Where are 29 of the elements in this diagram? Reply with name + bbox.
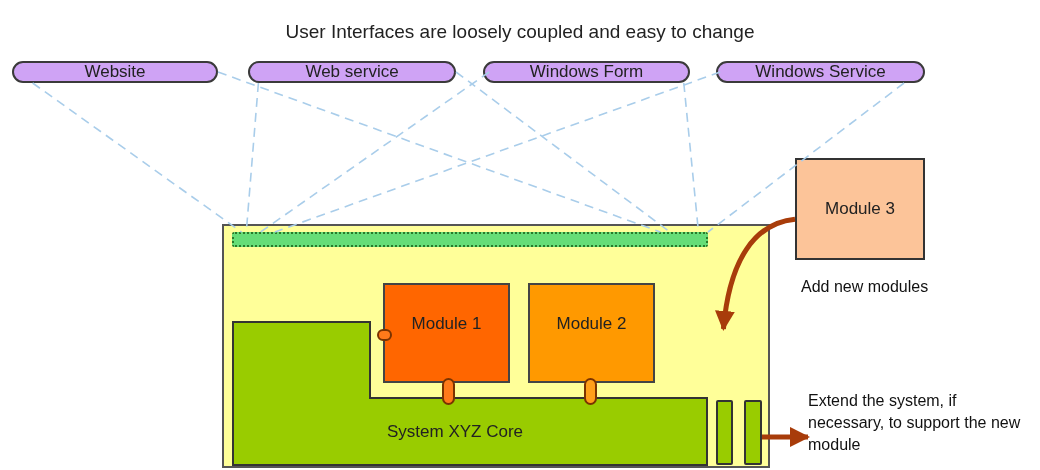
connector-line bbox=[31, 82, 243, 233]
node-label: Module 1 bbox=[411, 313, 482, 335]
module-box bbox=[528, 283, 655, 383]
node-label: Windows Form bbox=[529, 61, 644, 84]
node-label: Website bbox=[84, 61, 146, 84]
extension-slot bbox=[744, 400, 762, 465]
interface-pill bbox=[248, 61, 456, 83]
interface-pill bbox=[12, 61, 218, 83]
connector-line bbox=[259, 71, 490, 233]
arrow bbox=[715, 216, 796, 331]
node-label: Web service bbox=[305, 61, 399, 84]
connector-line bbox=[274, 71, 721, 233]
node-label: Add new modules bbox=[801, 277, 929, 297]
interface-pill bbox=[716, 61, 925, 83]
title: User Interfaces are loosely coupled and easy to change bbox=[284, 20, 756, 44]
extension-slot bbox=[716, 400, 733, 465]
node-label: Module 2 bbox=[556, 313, 627, 335]
connector-line bbox=[217, 71, 662, 233]
connector-line bbox=[455, 71, 671, 233]
node-label: Windows Service bbox=[755, 61, 886, 84]
node-label: Module 3 bbox=[825, 198, 895, 221]
arrow bbox=[762, 426, 810, 447]
core-label: System XYZ Core bbox=[387, 421, 524, 443]
module-box bbox=[383, 283, 510, 383]
system-container bbox=[222, 224, 770, 468]
interface-pill bbox=[483, 61, 690, 83]
connector-line bbox=[707, 82, 905, 233]
interface-bar bbox=[232, 232, 708, 247]
note-text: Extend the system, if necessary, to support the new module bbox=[808, 392, 1021, 453]
